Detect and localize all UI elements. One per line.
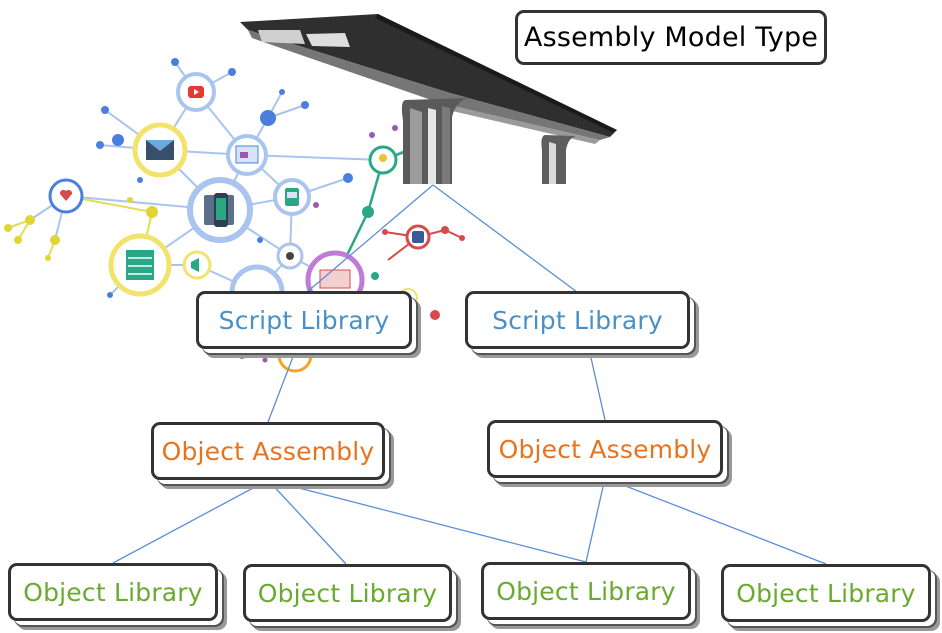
- connector-canopy-script-1: [306, 184, 434, 293]
- script-library-box-1: Script Library: [196, 291, 412, 349]
- object-library-label-4: Object Library: [736, 578, 916, 608]
- connector-assembly-1-objlib-3: [267, 479, 587, 563]
- connector-assembly-1-objlib-2: [267, 479, 347, 565]
- object-library-box-1: Object Library: [8, 563, 218, 621]
- object-library-label-2: Object Library: [257, 578, 438, 608]
- object-assembly-label-1: Object Assembly: [161, 436, 375, 466]
- connector-lines: [112, 184, 827, 565]
- diagram-title: Assembly Model Type: [515, 10, 827, 65]
- connector-assembly-1-objlib-1: [112, 479, 269, 564]
- object-library-label-1: Object Library: [23, 577, 203, 607]
- connector-assembly-2-objlib-3: [585, 477, 606, 563]
- connector-assembly-2-objlib-4: [604, 477, 827, 565]
- connector-canopy-script-2: [432, 184, 578, 293]
- object-library-box-3: Object Library: [481, 562, 691, 620]
- connector-script-2-assembly-2: [588, 348, 606, 421]
- script-library-label-2: Script Library: [492, 305, 663, 335]
- connector-script-1-assembly-1: [267, 348, 297, 423]
- object-library-box-4: Object Library: [721, 564, 931, 622]
- canopy-structure-render: [240, 14, 617, 184]
- object-assembly-box-1: Object Assembly: [151, 422, 385, 480]
- object-assembly-box-2: Object Assembly: [487, 420, 723, 478]
- object-library-label-3: Object Library: [496, 576, 676, 606]
- diagram-title-text: Assembly Model Type: [523, 22, 819, 53]
- script-library-label-1: Script Library: [218, 305, 390, 335]
- object-library-box-2: Object Library: [243, 564, 452, 622]
- script-library-box-2: Script Library: [465, 291, 690, 349]
- object-assembly-label-2: Object Assembly: [498, 434, 712, 464]
